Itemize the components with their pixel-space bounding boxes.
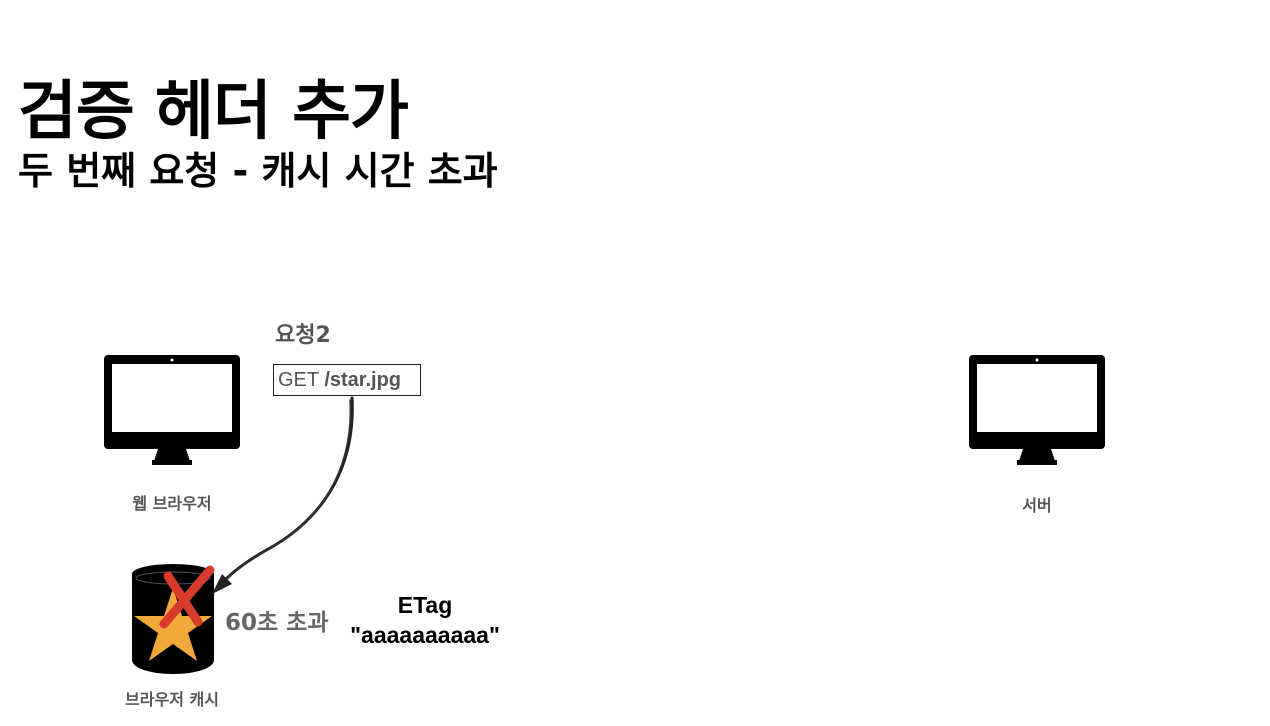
request-line: GET /star.jpg (273, 364, 421, 396)
client-label: 웹 브라우저 (132, 494, 212, 513)
request-path: /star.jpg (324, 369, 402, 391)
slide-subtitle: 두 번째 요청 - 캐시 시간 초과 (18, 149, 498, 193)
etag-header: ETag (397, 592, 453, 618)
cache-database-icon (132, 564, 215, 674)
cache-expired-text: 60초 초과 (225, 610, 329, 636)
client-monitor-icon (104, 355, 240, 465)
request-label: 요청2 (275, 323, 331, 348)
cache-label: 브라우저 캐시 (125, 690, 219, 709)
server-label: 서버 (1022, 496, 1052, 515)
request-method: GET (278, 369, 319, 391)
server-monitor-icon (969, 355, 1105, 465)
red-x-icon (159, 565, 215, 629)
etag-block: ETag "aaaaaaaaaa" (330, 590, 520, 650)
etag-value: "aaaaaaaaaa" (350, 622, 500, 648)
slide-title: 검증 헤더 추가 (18, 75, 409, 149)
star-icon (134, 588, 212, 661)
